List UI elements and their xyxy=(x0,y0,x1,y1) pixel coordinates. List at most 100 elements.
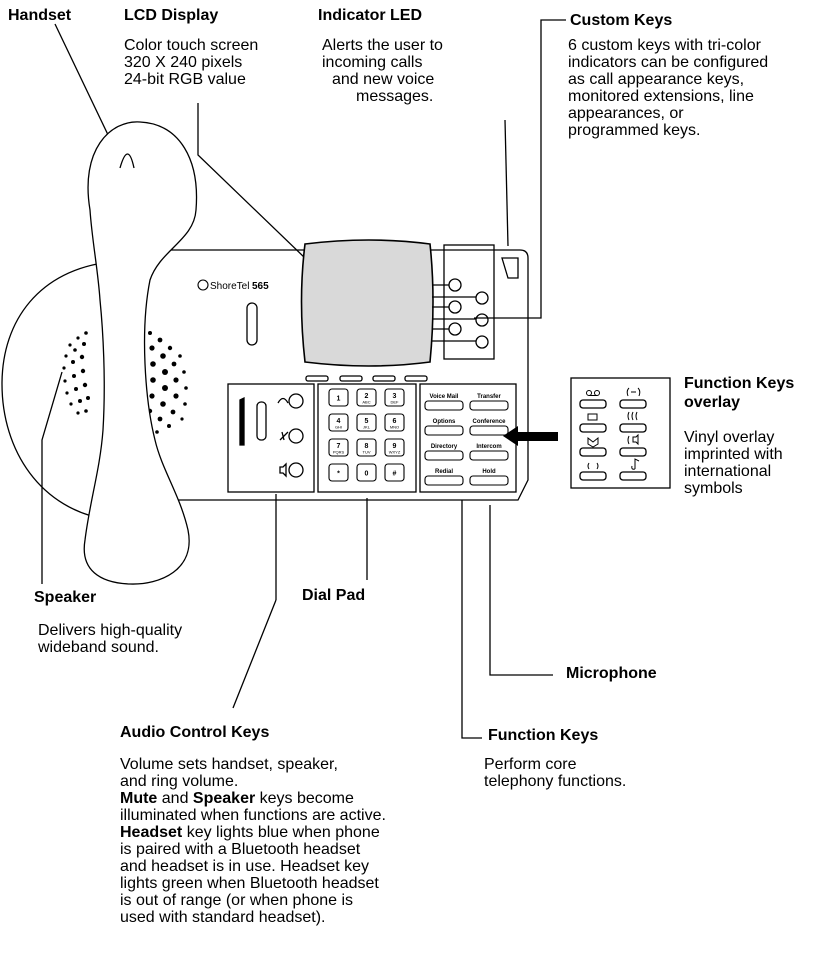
function-key-voice-mail[interactable]: Voice Mail xyxy=(424,394,464,411)
lcd-display-description: Color touch screen 320 X 240 pixels 24-b… xyxy=(124,37,259,88)
dial-key-digit: 2 xyxy=(365,393,369,400)
dial-key-digit: 3 xyxy=(393,393,397,400)
function-keys-overlay-description: Vinyl overlay imprinted with internation… xyxy=(684,429,783,497)
dial-key-pound[interactable]: # xyxy=(384,463,405,482)
volume-indicator-icon xyxy=(239,396,245,446)
soft-key-2[interactable] xyxy=(339,375,363,382)
dial-key-digit: 9 xyxy=(393,443,397,450)
function-key-button[interactable] xyxy=(424,400,464,411)
function-key-button[interactable] xyxy=(469,475,509,486)
custom-key-2[interactable] xyxy=(448,300,462,314)
handset-label: Handset xyxy=(8,7,72,24)
dial-key-digit: 6 xyxy=(393,418,397,425)
brand-model: 565 xyxy=(252,281,269,292)
function-key-label: Hold xyxy=(482,469,496,475)
dial-key-digit: 0 xyxy=(365,471,369,478)
dial-key-1[interactable]: 1 xyxy=(328,388,349,407)
dial-pad-panel xyxy=(317,383,417,493)
dial-key-button[interactable] xyxy=(384,388,405,407)
custom-keys-label: Custom Keys xyxy=(570,12,673,29)
function-key-hold[interactable]: Hold xyxy=(469,469,509,486)
function-key-button[interactable] xyxy=(424,450,464,461)
headset-key[interactable] xyxy=(288,393,304,409)
function-key-options[interactable]: Options xyxy=(424,419,464,436)
volume-rocker[interactable] xyxy=(256,401,267,441)
dial-key-button[interactable] xyxy=(384,413,405,432)
handset xyxy=(83,121,198,585)
soft-keys xyxy=(305,375,428,382)
navigation-rocker[interactable] xyxy=(246,302,258,346)
dial-key-button[interactable] xyxy=(356,413,377,432)
function-key-redial[interactable]: Redial xyxy=(424,469,464,486)
overlay-symbols xyxy=(586,387,641,470)
audio-control-panel xyxy=(227,383,315,493)
custom-key-1[interactable] xyxy=(448,278,462,292)
function-key-label: Redial xyxy=(435,469,453,475)
function-key-button[interactable] xyxy=(469,450,509,461)
function-key-directory[interactable]: Directory xyxy=(424,444,464,461)
function-keys-label: Function Keys xyxy=(488,727,599,744)
dial-key-button[interactable] xyxy=(356,388,377,407)
function-key-label: Transfer xyxy=(477,394,501,400)
dial-key-button[interactable] xyxy=(328,463,349,482)
custom-key-6[interactable] xyxy=(475,335,489,349)
speaker-key[interactable] xyxy=(288,462,304,478)
function-key-button[interactable] xyxy=(469,425,509,436)
dial-key-0[interactable]: 0 xyxy=(356,463,377,482)
headset-icon xyxy=(277,397,289,404)
dial-key-button[interactable] xyxy=(328,388,349,407)
function-key-intercom[interactable]: Intercom xyxy=(469,444,509,461)
dial-key-button[interactable] xyxy=(356,463,377,482)
function-key-label: Intercom xyxy=(476,444,501,450)
mute-key[interactable] xyxy=(288,428,304,444)
conference-icon xyxy=(627,411,638,421)
dial-key-digit: * xyxy=(337,471,340,478)
directory-icon xyxy=(587,436,599,448)
function-key-conference[interactable]: Conference xyxy=(469,419,509,436)
custom-key-3[interactable] xyxy=(448,322,462,336)
soft-key-1[interactable] xyxy=(305,375,329,382)
dial-key-button[interactable] xyxy=(328,413,349,432)
custom-key-4[interactable] xyxy=(475,291,489,305)
function-key-button[interactable] xyxy=(424,475,464,486)
overlay-arrow xyxy=(503,426,558,446)
dial-key-digit: # xyxy=(393,471,397,478)
dial-key-letters: PQRS xyxy=(333,450,345,455)
speaker-label: Speaker xyxy=(34,589,97,606)
soft-key-4[interactable] xyxy=(404,375,428,382)
dial-key-letters: TUV xyxy=(363,450,371,455)
dial-key-digit: 5 xyxy=(365,418,369,425)
custom-keys-panel xyxy=(443,244,495,360)
dial-key-button[interactable] xyxy=(384,438,405,457)
mute-icon xyxy=(279,431,289,441)
speaker-icon xyxy=(279,462,287,478)
function-key-transfer[interactable]: Transfer xyxy=(469,394,509,411)
soft-key-3[interactable] xyxy=(372,375,396,382)
indicator-led xyxy=(501,257,519,279)
function-key-button[interactable] xyxy=(424,425,464,436)
dial-key-button[interactable] xyxy=(356,438,377,457)
function-key-button[interactable] xyxy=(469,400,509,411)
dial-key-button[interactable] xyxy=(328,438,349,457)
function-key-label: Conference xyxy=(472,419,506,425)
function-key-label: Options xyxy=(433,419,456,425)
dial-key-button[interactable] xyxy=(384,463,405,482)
dial-pad-label: Dial Pad xyxy=(302,587,366,604)
dial-key-star[interactable]: * xyxy=(328,463,349,482)
custom-key-5[interactable] xyxy=(475,313,489,327)
speaker-grille xyxy=(62,331,188,434)
hold-icon xyxy=(631,458,640,470)
dial-key-letters: MNO xyxy=(390,425,399,430)
custom-keys xyxy=(432,278,489,349)
callout-lines xyxy=(41,19,566,739)
dial-key-letters: DEF xyxy=(391,400,400,405)
